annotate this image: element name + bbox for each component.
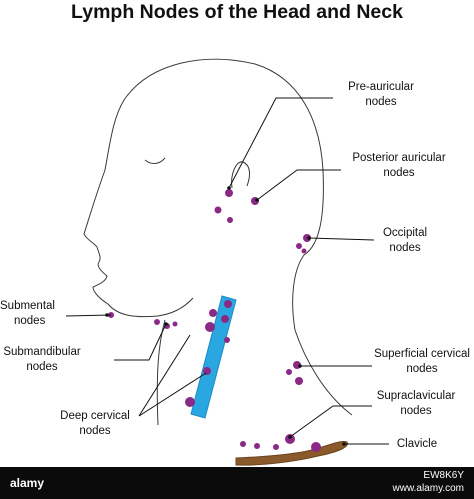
label-line: nodes: [389, 242, 421, 254]
lymph-node: [301, 248, 307, 254]
label-occipital: Occipital nodes: [374, 226, 436, 256]
eye: [144, 157, 166, 164]
label-supraclavicular: Supraclavicular nodes: [371, 389, 461, 419]
lymph-node: [224, 337, 230, 343]
label-submental: Submental nodes: [0, 299, 70, 329]
lymph-node: [240, 441, 246, 447]
lymph-node: [205, 322, 215, 332]
leader-submandibular: [114, 323, 167, 361]
label-preauricular: Pre-auricular nodes: [339, 80, 423, 110]
clavicle-bone: [235, 441, 348, 466]
label-line: Submental: [0, 300, 55, 312]
lymph-node: [172, 321, 178, 327]
leader-occipital: [308, 237, 375, 241]
label-line: Superficial cervical: [374, 348, 470, 360]
lymph-node: [221, 315, 229, 323]
node-group: [108, 189, 321, 452]
leader-deep-cervical-1: [138, 334, 191, 417]
image-id: EW8K6Y www.alamy.com: [393, 469, 465, 495]
lymph-node: [311, 442, 321, 452]
diagram-title: Lymph Nodes of the Head and Neck: [71, 1, 403, 23]
label-line: nodes: [79, 425, 111, 437]
lymph-node: [203, 367, 211, 375]
lymph-node: [295, 377, 303, 385]
label-submandibular: Submandibular nodes: [0, 345, 84, 375]
label-line: nodes: [406, 363, 438, 375]
head-outline: [83, 58, 353, 416]
neck-line: [156, 319, 166, 426]
lymph-node: [154, 319, 160, 325]
label-line: Submandibular: [3, 346, 81, 358]
label-line: nodes: [14, 315, 46, 327]
image-id-code: EW8K6Y: [423, 470, 464, 481]
label-deep-cervical: Deep cervical nodes: [54, 409, 136, 439]
label-line: Pre-auricular: [348, 81, 414, 93]
label-clavicle: Clavicle: [392, 437, 442, 452]
brand-logo: alamy: [10, 476, 45, 490]
leader-submental: [65, 314, 112, 317]
lymph-node: [214, 206, 222, 214]
label-line: nodes: [26, 361, 58, 373]
lymph-node: [254, 443, 260, 449]
label-line: nodes: [383, 167, 415, 179]
label-line: nodes: [400, 405, 432, 417]
lymph-node: [209, 309, 217, 317]
lymph-node: [227, 217, 233, 223]
lymph-node: [286, 369, 292, 375]
lymph-node: [285, 434, 295, 444]
label-line: Posterior auricular: [352, 152, 446, 164]
label-superficial-cervical: Superficial cervical nodes: [370, 347, 474, 377]
label-line: Deep cervical: [60, 410, 130, 422]
leader-dots: [105, 186, 346, 446]
leader-deep-cervical-2: [138, 372, 207, 417]
leader-preauricular: [228, 97, 333, 189]
label-line: Clavicle: [396, 438, 438, 450]
head-neck-diagram: [65, 58, 389, 466]
leader-posterior-auricular: [256, 169, 341, 201]
label-posterior-auricular: Posterior auricular nodes: [343, 151, 455, 181]
label-line: Supraclavicular: [376, 390, 456, 402]
lymph-node: [296, 243, 302, 249]
label-line: nodes: [365, 96, 397, 108]
leader-supraclavicular: [289, 405, 372, 438]
lymph-node: [224, 300, 232, 308]
deep-cervical-vessel: [190, 295, 237, 419]
watermark-footer: alamy EW8K6Y www.alamy.com: [0, 467, 474, 499]
lymph-node: [225, 189, 233, 197]
neck-front-outline: [107, 297, 194, 318]
label-line: Occipital: [382, 227, 428, 239]
site-url: www.alamy.com: [392, 483, 465, 494]
leader-lines: [65, 97, 389, 445]
lymph-node: [273, 444, 279, 450]
lymph-node: [303, 234, 311, 242]
lymph-node: [185, 397, 195, 407]
